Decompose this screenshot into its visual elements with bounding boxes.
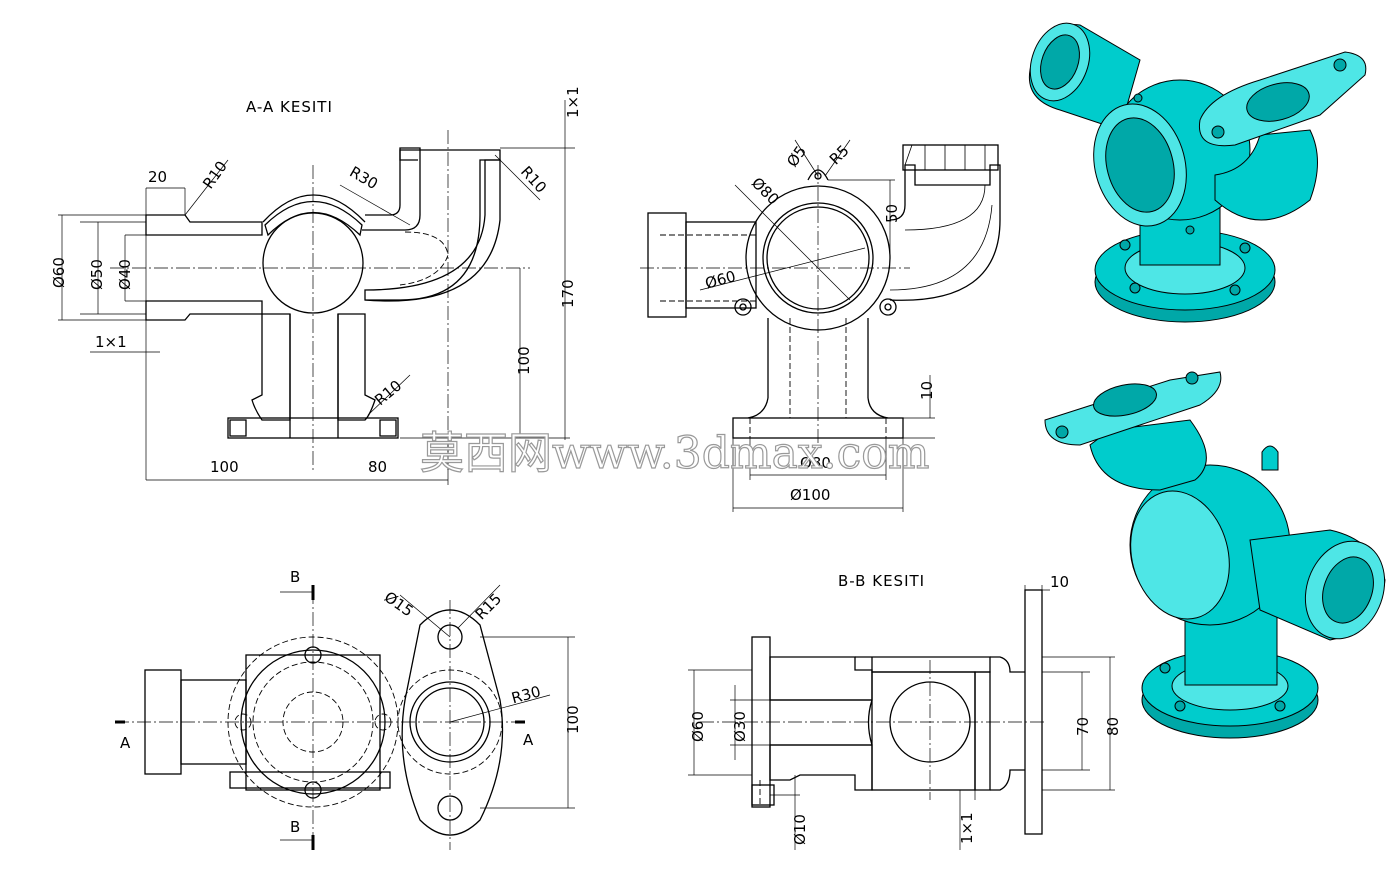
dim-1x1-top: 1×1 xyxy=(564,86,582,118)
dim-50: 50 xyxy=(883,204,901,223)
dim-100-v: 100 xyxy=(515,346,533,375)
section-bb-view: B-B KESITI 10 Ø60 Ø30 xyxy=(688,572,1122,850)
section-aa-view: A-A KESITI 20 R10 R30 R1 xyxy=(50,86,582,485)
dim-phi60-bb: Ø60 xyxy=(689,711,707,742)
dim-r10-b: R10 xyxy=(517,163,550,197)
section-aa-title: A-A KESITI xyxy=(246,98,333,116)
dim-r10-c: R10 xyxy=(371,376,405,409)
dim-r15: R15 xyxy=(472,590,506,624)
dim-100-top: 100 xyxy=(564,705,582,734)
dim-100-h: 100 xyxy=(210,458,239,476)
cut-label-a-left: A xyxy=(120,734,131,752)
dim-r30: R30 xyxy=(347,163,382,193)
dim-phi40: Ø40 xyxy=(116,259,134,290)
dim-r5: R5 xyxy=(826,142,853,169)
dim-phi100: Ø100 xyxy=(790,486,830,504)
dim-phi30: Ø30 xyxy=(731,711,749,742)
cut-label-b-bottom: B xyxy=(290,818,300,836)
dim-10-flange: 10 xyxy=(1050,573,1069,591)
dim-phi5: Ø5 xyxy=(783,142,810,170)
dim-1x1-bb: 1×1 xyxy=(958,812,976,844)
top-view: B B A A 100 Ø15 R15 R30 xyxy=(115,568,582,850)
cut-label-b-top: B xyxy=(290,568,300,586)
dim-phi60: Ø60 xyxy=(703,267,738,292)
dim-phi10: Ø10 xyxy=(791,814,809,845)
dim-phi15: Ø15 xyxy=(381,588,417,620)
dim-70: 70 xyxy=(1074,717,1092,736)
dim-phi60: Ø60 xyxy=(50,257,68,288)
dim-phi50: Ø50 xyxy=(88,259,106,290)
iso-model-lower xyxy=(1044,371,1386,739)
cut-label-a-right: A xyxy=(523,731,534,749)
dim-20: 20 xyxy=(148,168,167,186)
iso-model-upper xyxy=(1028,22,1367,323)
section-bb-title: B-B KESITI xyxy=(838,572,925,590)
watermark: 莫西网www.3dmax.com xyxy=(420,428,930,479)
dim-10: 10 xyxy=(918,381,936,400)
dim-r30-top: R30 xyxy=(509,682,542,707)
dim-1x1-left: 1×1 xyxy=(95,333,127,351)
dim-phi80-base: Ø80 xyxy=(800,454,831,472)
dim-170: 170 xyxy=(559,279,577,308)
dim-80: 80 xyxy=(368,458,387,476)
dim-80-bb: 80 xyxy=(1104,717,1122,736)
